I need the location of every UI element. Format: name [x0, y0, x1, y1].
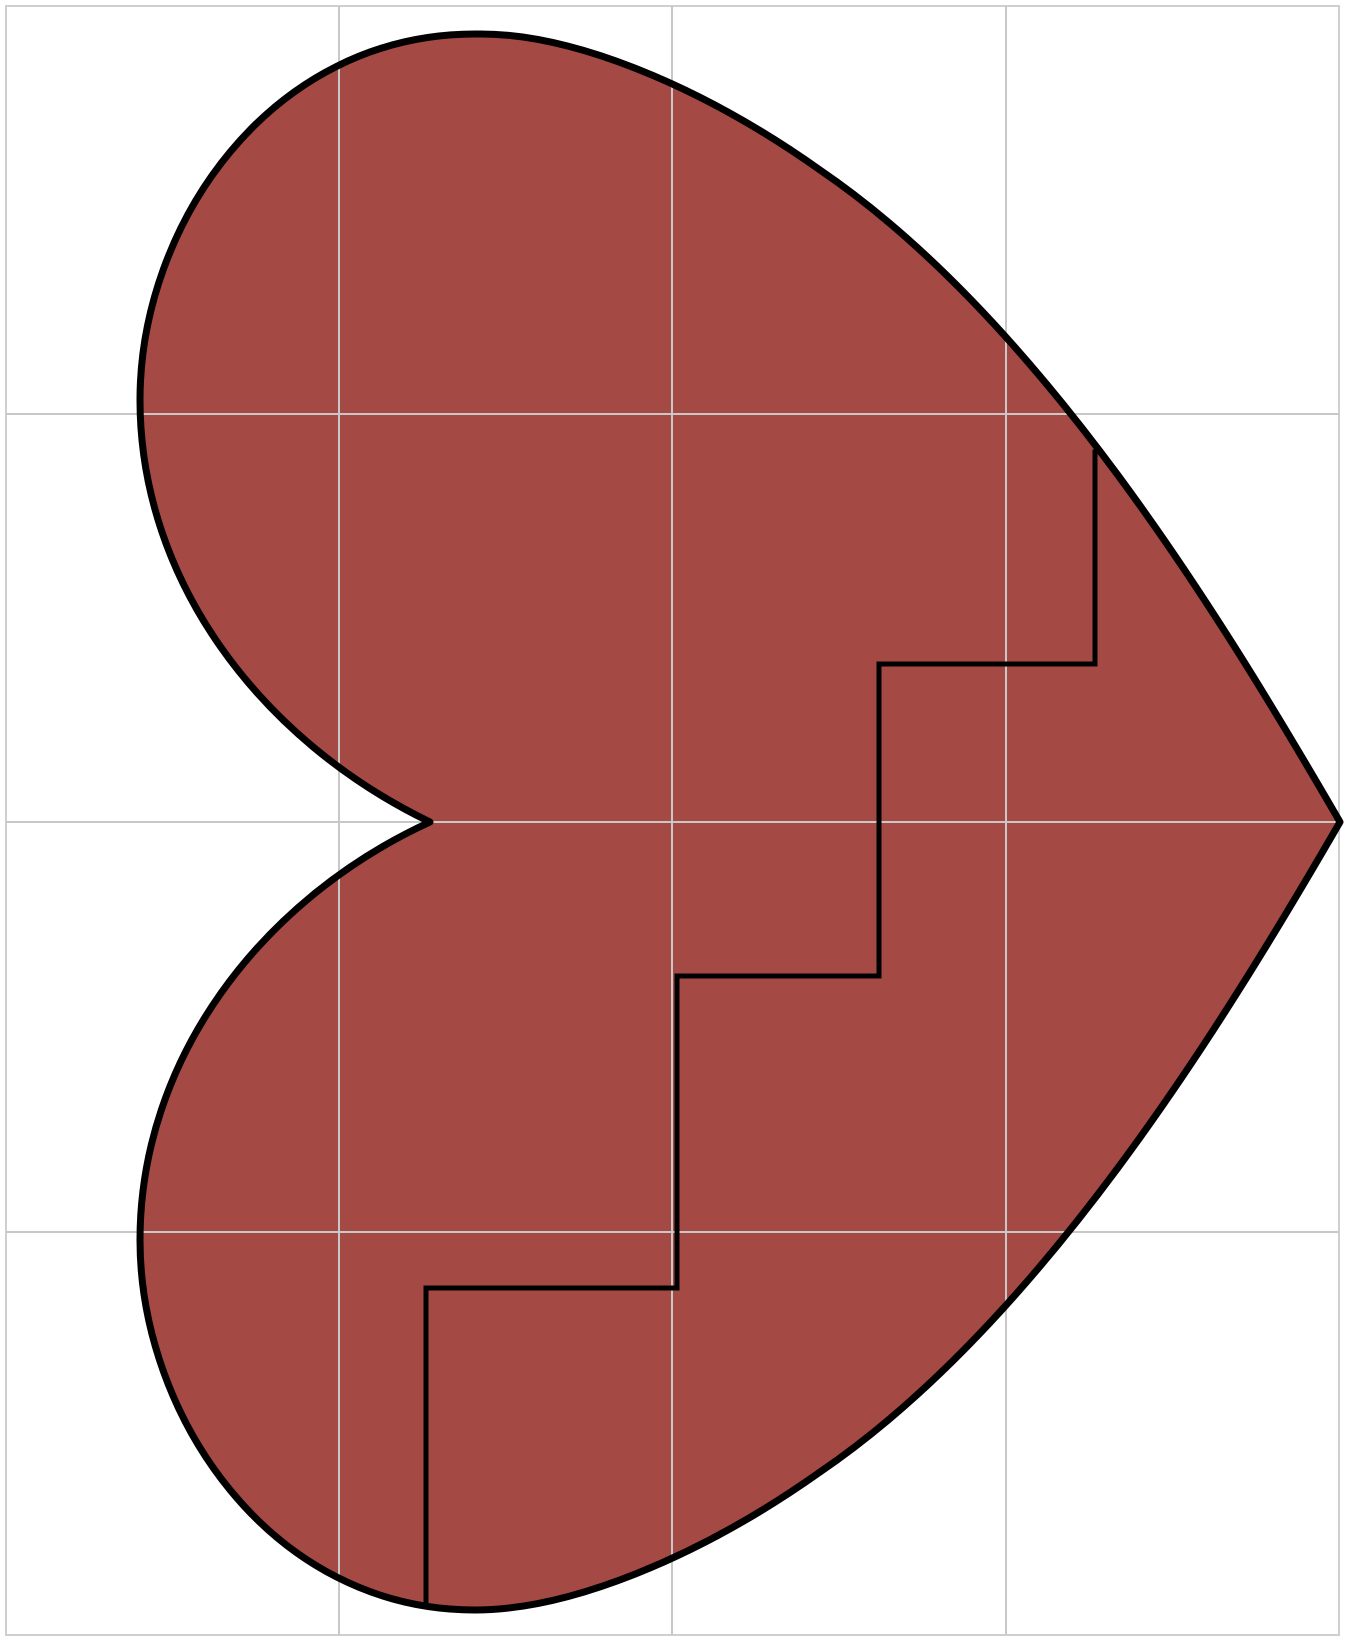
- heart-grid-canvas: [0, 0, 1352, 1641]
- heart-grid-figure: [0, 0, 1352, 1641]
